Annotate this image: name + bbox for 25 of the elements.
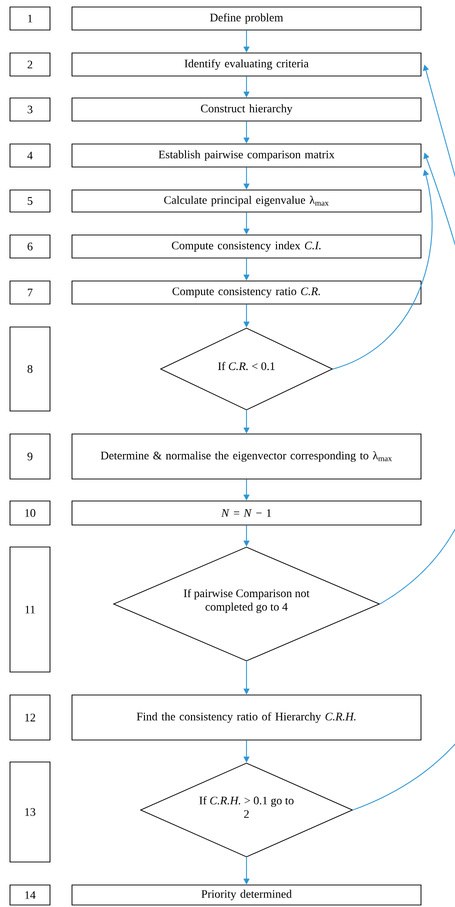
number-box: 3 <box>10 98 50 122</box>
process-box: Identify evaluating criteria <box>72 52 422 76</box>
process-box: Define problem <box>72 6 422 30</box>
number-box: 8 <box>10 326 50 412</box>
number-box: 4 <box>10 144 50 168</box>
number-box: 5 <box>10 190 50 212</box>
process-box: Establish pairwise comparison matrix <box>72 144 422 168</box>
process-box: Compute consistency ratio C.R. <box>72 280 422 304</box>
number-box: 13 <box>10 762 50 862</box>
number-box: 6 <box>10 234 50 258</box>
number-box: 2 <box>10 52 50 76</box>
number-box: 1 <box>10 6 50 30</box>
number-box: 12 <box>10 694 50 740</box>
number-box: 14 <box>10 884 50 906</box>
number-box: 11 <box>10 546 50 672</box>
number-box: 9 <box>10 434 50 480</box>
process-box: Calculate principal eigenvalue λ$_{max}$ <box>72 190 422 212</box>
process-box: Construct hierarchy <box>72 98 422 122</box>
number-box: 7 <box>10 280 50 304</box>
process-box: Compute consistency index C.I. <box>72 234 422 258</box>
process-box: Find the consistency ratio of Hierarchy C.R.H. <box>72 694 422 740</box>
process-box: Priority determined <box>72 884 422 906</box>
process-box: Determine & normalise the eigenvector corresponding to λ$_{max}$ <box>72 434 422 480</box>
number-box: 10 <box>10 500 50 526</box>
process-box: N = N − 1 <box>72 500 422 526</box>
